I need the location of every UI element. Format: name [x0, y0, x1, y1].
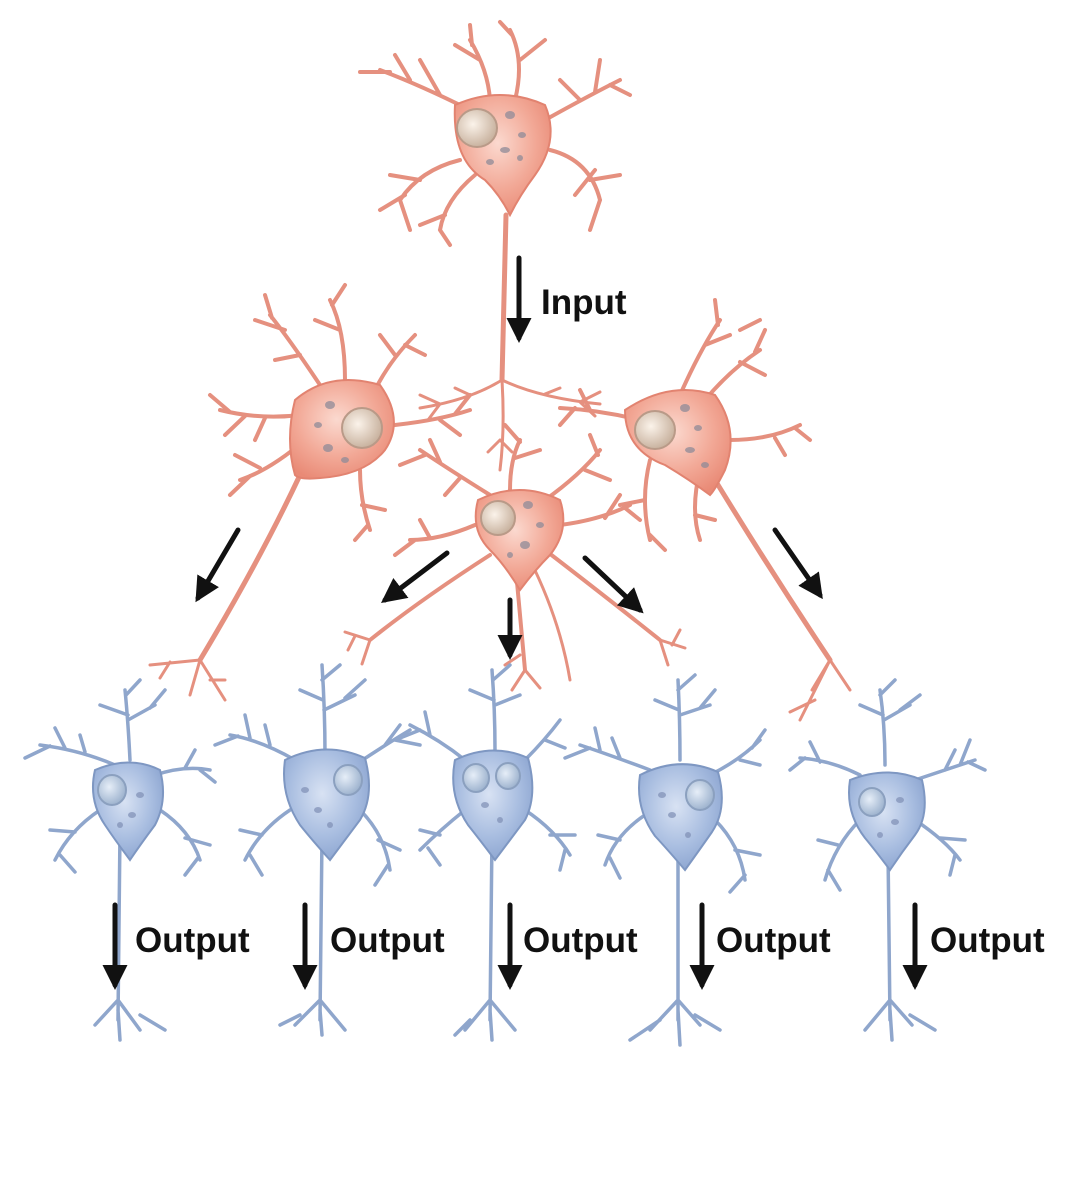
- presynaptic-neuron-right: [558, 298, 812, 552]
- output-label-3: Output: [523, 921, 638, 960]
- center-axon-left-terminal: [343, 630, 372, 666]
- center-neuron-axon-right: [543, 548, 662, 642]
- arrow-layer: [102, 255, 928, 990]
- left-axon-terminal: [148, 658, 227, 702]
- output-neuron-2: [213, 663, 422, 1037]
- input-neuron: [358, 20, 632, 247]
- presynaptic-neuron-left: [208, 283, 472, 542]
- presynaptic-neuron-center: [393, 423, 642, 592]
- signal-arrow-center-left: [381, 550, 450, 604]
- output-label-4: Output: [716, 921, 831, 960]
- right-neuron-axon: [712, 477, 833, 663]
- output-neuron-4: [563, 673, 767, 1047]
- top-axon-branch-left: [418, 378, 504, 422]
- center-neuron-axon-left: [368, 553, 492, 642]
- signal-arrow-left: [195, 527, 241, 603]
- output-label-5: Output: [930, 921, 1045, 960]
- center-axon-right-terminal: [658, 628, 687, 667]
- top-neuron-axon: [499, 212, 509, 383]
- output-neuron-5: [788, 678, 987, 1042]
- input-label: Input: [541, 283, 627, 322]
- output-label-2: Output: [330, 921, 445, 960]
- right-axon-terminal: [788, 658, 852, 722]
- output-label-1: Output: [135, 921, 250, 960]
- signal-arrow-right: [772, 527, 823, 600]
- left-neuron-axon: [197, 472, 303, 663]
- signal-arrow-center-right: [582, 555, 644, 614]
- output-neuron-1: [23, 678, 217, 1042]
- output-neuron-3: [398, 663, 577, 1042]
- top-axon-branch-center: [486, 378, 514, 472]
- top-axon-branch-right: [500, 378, 602, 418]
- center-neuron-axon-far: [528, 558, 572, 682]
